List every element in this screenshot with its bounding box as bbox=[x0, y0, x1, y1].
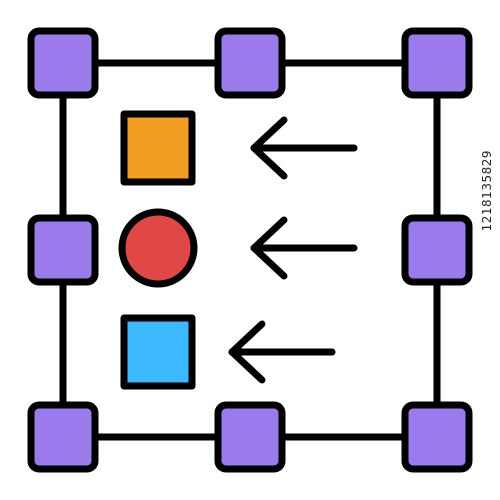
arrow-left-icon-bottom bbox=[228, 320, 336, 384]
watermark-id: 1218135829 bbox=[470, 150, 494, 350]
red-circle-shape bbox=[118, 208, 198, 288]
handle-top-right bbox=[401, 27, 473, 99]
arrows bbox=[228, 116, 358, 384]
handle-top-center bbox=[214, 27, 286, 99]
watermark-id-text: 1218135829 bbox=[480, 150, 494, 232]
arrow-left-icon-middle bbox=[250, 216, 358, 280]
handle-middle-right bbox=[401, 214, 473, 286]
handle-middle-left bbox=[27, 214, 99, 286]
handle-bottom-right bbox=[401, 401, 473, 473]
blue-square-shape bbox=[120, 314, 196, 390]
handle-bottom-left bbox=[27, 401, 99, 473]
handle-top-left bbox=[27, 27, 99, 99]
arrow-left-icon-top bbox=[250, 116, 358, 180]
handles bbox=[27, 27, 473, 473]
orange-square-shape bbox=[120, 110, 196, 186]
handle-bottom-center bbox=[214, 401, 286, 473]
